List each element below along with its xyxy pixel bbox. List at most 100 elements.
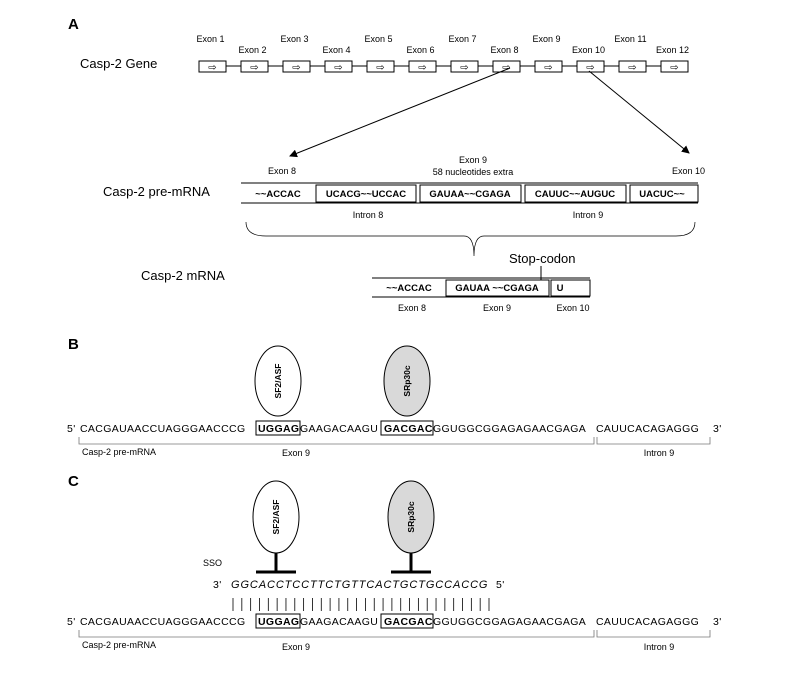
- gene-label: Casp-2 Gene: [80, 56, 157, 71]
- arrow-to-exon10: [588, 70, 690, 154]
- premrna-exon8-label: Exon 8: [268, 166, 296, 176]
- gene-exon-label: Exon 2: [238, 45, 266, 55]
- sso-3prime: 3': [213, 579, 222, 591]
- gene-exon-arrow-icon: ⇨: [418, 63, 426, 74]
- mrna-box-exon9: [445, 279, 550, 297]
- seq-b-exon9-label: Exon 9: [282, 448, 310, 458]
- gene-exon-box: [408, 60, 437, 73]
- premrna-exon9-label: Exon 9: [459, 155, 487, 165]
- seq-c-box1: [255, 613, 301, 629]
- sso-5prime: 5': [496, 579, 505, 591]
- seq-c-part3: GGUGGCGGAGAGAACGAGA: [433, 616, 586, 628]
- gene-exons: ⇨ Exon 1 ⇨ Exon 2 ⇨ Exon 3 ⇨ Exon 4 ⇨ Exon 5 ⇨ Exon…: [196, 34, 689, 74]
- mrna-seg-2: GAUAA ~~CGAGA: [455, 283, 539, 294]
- seq-b-5prime: 5': [67, 423, 76, 435]
- premrna-seg-3: GAUAA~~CGAGA: [429, 189, 510, 200]
- sso-sequence: GGCACCTCCTTCTGTTCACTGCTGCCACCG: [231, 579, 488, 591]
- gene-exon-arrow-icon: ⇨: [460, 63, 468, 74]
- mrna-seg-1: ~~ACCAC: [386, 283, 432, 294]
- srp30c-label-b: SRp30c: [402, 365, 412, 396]
- seq-c-bracket-intron: [596, 630, 711, 638]
- gene-exon-label: Exon 8: [490, 45, 518, 55]
- gene-exon-arrow-icon: ⇨: [628, 63, 636, 74]
- gene-exon-label: Exon 5: [364, 34, 392, 44]
- mrna-seg-3: U: [557, 283, 564, 294]
- gene-exon-label: Exon 1: [196, 34, 224, 44]
- gene-exon-label: Exon 3: [280, 34, 308, 44]
- sf2-asf-label-c: SF2/ASF: [271, 500, 281, 535]
- gene-exon-arrow-icon: ⇨: [544, 63, 552, 74]
- seq-c-box1-text: UGGAG: [258, 616, 299, 628]
- premrna-intron9-label: Intron 9: [573, 210, 604, 220]
- gene-exon-box: [492, 60, 521, 73]
- mrna-exon9-label: Exon 9: [483, 303, 511, 313]
- premrna-label: Casp-2 pre-mRNA: [103, 184, 210, 199]
- sequence-row-c: 5' CACGAUAACCUAGGGAACCCG UGGAG GAAGACAAG…: [67, 613, 722, 629]
- gene-exon-box: [282, 60, 311, 73]
- sso-label: SSO: [203, 558, 222, 568]
- seq-b-box2: [380, 420, 434, 436]
- gene-exon-label: Exon 9: [532, 34, 560, 44]
- srp30c-oval-b: [383, 345, 431, 417]
- base-pair-ticks: [232, 598, 490, 611]
- seq-c-box2-text: GACGAC: [384, 616, 433, 628]
- gene-exon-box: [366, 60, 395, 73]
- premrna-seg-1: ~~ACCAC: [255, 189, 301, 200]
- seq-c-premrna-label: Casp-2 pre-mRNA: [82, 640, 156, 650]
- premrna-exon9-note: 58 nucleotides extra: [433, 167, 514, 177]
- seq-b-part1: CACGAUAACCUAGGGAACCCG: [80, 423, 245, 435]
- seq-c-5prime: 5': [67, 616, 76, 628]
- srp30c-label-c: SRp30c: [406, 501, 416, 532]
- premrna-intron8-label: Intron 8: [353, 210, 384, 220]
- seq-b-part2: GAAGACAAGU: [300, 423, 378, 435]
- gene-exon-label: Exon 6: [406, 45, 434, 55]
- premrna-seg-5: UACUC~~: [639, 189, 685, 200]
- gene-exon-arrow-icon: ⇨: [376, 63, 384, 74]
- seq-b-bracket-intron: [596, 437, 711, 445]
- mrna-label: Casp-2 mRNA: [141, 268, 225, 283]
- gene-exon-arrow-icon: ⇨: [586, 63, 594, 74]
- panel-b-label: B: [68, 336, 79, 353]
- gene-exon-label: Exon 11: [614, 34, 646, 44]
- gene-exon-arrow-icon: ⇨: [250, 63, 258, 74]
- premrna-box-exon9: [419, 184, 522, 203]
- gene-exon-box: [660, 60, 689, 73]
- seq-b-box1: [255, 420, 301, 436]
- seq-c-part2: GAAGACAAGU: [300, 616, 378, 628]
- gene-exon-arrow-icon: ⇨: [502, 63, 510, 74]
- gene-exon-box: [534, 60, 563, 73]
- premrna-seg-2: UCACG~~UCCAC: [326, 189, 406, 200]
- sf2-asf-oval-b: [254, 345, 302, 417]
- mrna-box-exon10: [550, 279, 591, 297]
- seq-b-box1-text: UGGAG: [258, 423, 299, 435]
- gene-exon-box: [198, 60, 227, 73]
- seq-c-intron9-label: Intron 9: [644, 642, 675, 652]
- splicing-brace: [245, 221, 696, 257]
- panel-a-label: A: [68, 16, 79, 33]
- gene-exon-label: Exon 4: [322, 45, 350, 55]
- seq-c-3prime: 3': [713, 616, 722, 628]
- seq-c-exon9-label: Exon 9: [282, 642, 310, 652]
- gene-exon-arrow-icon: ⇨: [670, 63, 678, 74]
- seq-c-box2: [380, 613, 434, 629]
- seq-c-bracket-exon: [78, 630, 595, 638]
- premrna-box-intron8: [315, 184, 417, 203]
- gene-exon-label: Exon 7: [448, 34, 476, 44]
- seq-c-part1: CACGAUAACCUAGGGAACCCG: [80, 616, 245, 628]
- premrna-box-exon10: [629, 184, 699, 203]
- gene-exon-box: [240, 60, 269, 73]
- gene-exon-box: [450, 60, 479, 73]
- gene-exon-box: [324, 60, 353, 73]
- seq-b-part4: CAUUCACAGAGGG: [596, 423, 699, 435]
- gene-exon-box: [618, 60, 647, 73]
- seq-c-part4: CAUUCACAGAGGG: [596, 616, 699, 628]
- gene-exon-label: Exon 10: [572, 45, 605, 55]
- sequence-row-b: 5' CACGAUAACCUAGGGAACCCG UGGAG GAAGACAAG…: [67, 420, 722, 436]
- arrow-to-exon8: [289, 67, 511, 158]
- seq-b-bracket-exon: [78, 437, 595, 445]
- panel-c-label: C: [68, 473, 79, 490]
- seq-b-part3: GGUGGCGGAGAGAACGAGA: [433, 423, 586, 435]
- seq-b-3prime: 3': [713, 423, 722, 435]
